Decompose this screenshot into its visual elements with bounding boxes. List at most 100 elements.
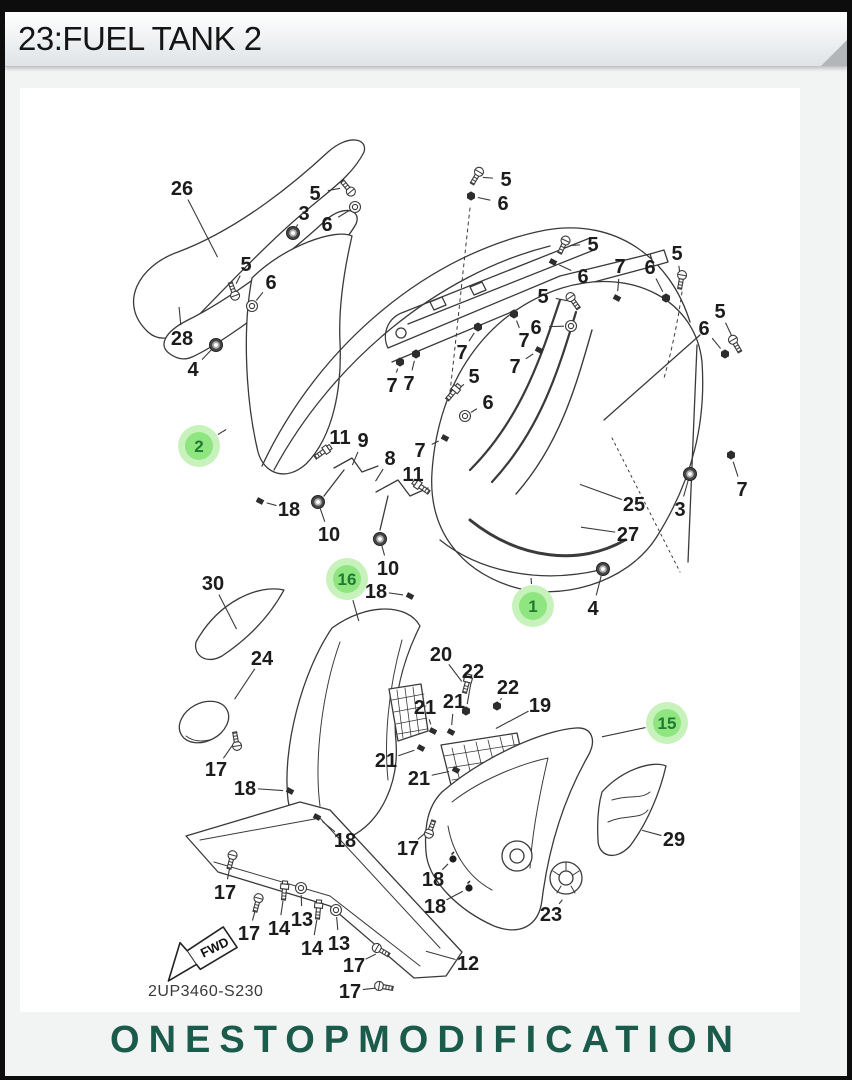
callout-1[interactable]: 1 xyxy=(512,577,554,627)
tank-flame-decal-4 xyxy=(468,518,627,558)
callout-7[interactable]: 7 xyxy=(510,309,530,352)
callout-4[interactable]: 4 xyxy=(587,562,610,621)
washer-icon xyxy=(294,881,308,895)
callout-leader-line xyxy=(322,821,336,833)
stay-bracket-a xyxy=(323,457,379,497)
callout-7[interactable]: 7 xyxy=(456,322,482,364)
callout-10[interactable]: 10 xyxy=(311,495,341,547)
callout-7[interactable]: 7 xyxy=(414,434,450,462)
callout-7[interactable]: 7 xyxy=(727,450,748,501)
callout-leader-line xyxy=(431,440,439,445)
callout-18[interactable]: 18 xyxy=(424,880,473,918)
callout-leader-line xyxy=(295,224,299,228)
callout-17[interactable]: 17 xyxy=(214,850,238,904)
callout-leader-line xyxy=(569,244,581,247)
callout-18[interactable]: 18 xyxy=(312,813,356,852)
callout-18[interactable]: 18 xyxy=(255,497,300,521)
callout-23[interactable]: 23 xyxy=(540,899,563,926)
callout-9[interactable]: 9 xyxy=(351,430,369,466)
callout-number: 21 xyxy=(443,691,465,713)
callout-13[interactable]: 13 xyxy=(291,881,313,932)
front-panel-inner-lines xyxy=(317,639,403,807)
callout-number: 21 xyxy=(414,697,436,719)
callout-leader-line xyxy=(448,664,463,682)
callout-number: 7 xyxy=(509,356,520,378)
callout-10[interactable]: 10 xyxy=(373,532,400,581)
callout-26[interactable]: 26 xyxy=(171,178,219,258)
callout-3[interactable]: 3 xyxy=(674,467,697,522)
callout-8[interactable]: 8 xyxy=(375,448,396,482)
callout-27[interactable]: 27 xyxy=(580,524,639,546)
callout-6[interactable]: 6 xyxy=(530,317,578,339)
callout-3[interactable]: 3 xyxy=(286,203,310,240)
callout-21[interactable]: 21 xyxy=(443,691,465,736)
callout-7[interactable]: 7 xyxy=(386,357,404,397)
callout-14[interactable]: 14 xyxy=(301,899,324,960)
callout-4[interactable]: 4 xyxy=(187,338,223,382)
callout-2[interactable]: 2 xyxy=(178,425,227,467)
callout-11[interactable]: 11 xyxy=(313,427,351,461)
callout-17[interactable]: 17 xyxy=(343,942,391,977)
callout-22[interactable]: 22 xyxy=(493,677,519,711)
callout-13[interactable]: 13 xyxy=(328,903,350,956)
callout-number: 29 xyxy=(663,829,685,851)
callout-21[interactable]: 21 xyxy=(408,766,461,790)
callout-15[interactable]: 15 xyxy=(601,702,688,744)
callout-21[interactable]: 21 xyxy=(375,744,426,772)
callout-16[interactable]: 16 xyxy=(326,558,368,622)
callout-20[interactable]: 20 xyxy=(430,644,474,694)
clip-icon xyxy=(451,766,461,774)
callout-5[interactable]: 5 xyxy=(309,178,357,205)
callout-leader-line xyxy=(235,275,241,284)
callout-6[interactable]: 6 xyxy=(245,272,277,313)
callout-5[interactable]: 5 xyxy=(671,243,688,290)
callout-22[interactable]: 22 xyxy=(462,661,484,716)
callout-17[interactable]: 17 xyxy=(397,819,438,860)
callout-12[interactable]: 12 xyxy=(425,950,479,975)
callout-5[interactable]: 5 xyxy=(468,166,512,191)
callout-11[interactable]: 11 xyxy=(402,464,431,496)
callout-18[interactable]: 18 xyxy=(365,581,415,603)
callout-24[interactable]: 24 xyxy=(234,648,274,700)
callout-number: 7 xyxy=(386,375,397,397)
callout-number: 18 xyxy=(278,499,300,521)
callout-6[interactable]: 6 xyxy=(698,318,729,359)
callout-14[interactable]: 14 xyxy=(268,880,291,940)
callout-25[interactable]: 25 xyxy=(579,483,645,516)
nut-icon xyxy=(662,293,670,303)
callout-28[interactable]: 28 xyxy=(171,306,193,350)
callout-7[interactable]: 7 xyxy=(403,349,420,395)
callout-18[interactable]: 18 xyxy=(422,851,457,891)
callout-5[interactable]: 5 xyxy=(444,366,480,402)
callout-21[interactable]: 21 xyxy=(414,697,438,735)
callout-30[interactable]: 30 xyxy=(202,573,238,630)
callout-6[interactable]: 6 xyxy=(548,258,589,288)
callout-5[interactable]: 5 xyxy=(714,301,743,354)
callout-17[interactable]: 17 xyxy=(205,731,243,781)
callout-6[interactable]: 6 xyxy=(458,392,494,423)
callout-17[interactable]: 17 xyxy=(339,980,394,1003)
callout-5[interactable]: 5 xyxy=(226,254,252,301)
callout-29[interactable]: 29 xyxy=(641,829,685,851)
screw-icon xyxy=(227,281,241,301)
callout-number: 6 xyxy=(497,193,508,215)
nut-icon xyxy=(493,701,501,711)
callout-5[interactable]: 5 xyxy=(556,234,599,256)
callout-7[interactable]: 7 xyxy=(612,256,626,302)
callout-number: 26 xyxy=(171,178,193,200)
callout-19[interactable]: 19 xyxy=(495,695,551,730)
callout-5[interactable]: 5 xyxy=(537,286,582,311)
callout-17[interactable]: 17 xyxy=(238,893,264,945)
callout-leader-line xyxy=(579,483,622,501)
callout-6[interactable]: 6 xyxy=(321,200,362,237)
callout-leader-line xyxy=(580,526,616,533)
grommet-icon xyxy=(311,495,325,509)
grommet-icon xyxy=(683,467,697,481)
page-fold-corner-icon[interactable] xyxy=(821,40,847,66)
callout-6[interactable]: 6 xyxy=(644,257,670,303)
callout-18[interactable]: 18 xyxy=(234,778,295,800)
right-panel-inner-lines xyxy=(447,757,549,891)
callout-6[interactable]: 6 xyxy=(467,191,509,215)
callout-7[interactable]: 7 xyxy=(509,346,544,378)
washer-icon xyxy=(458,409,472,423)
